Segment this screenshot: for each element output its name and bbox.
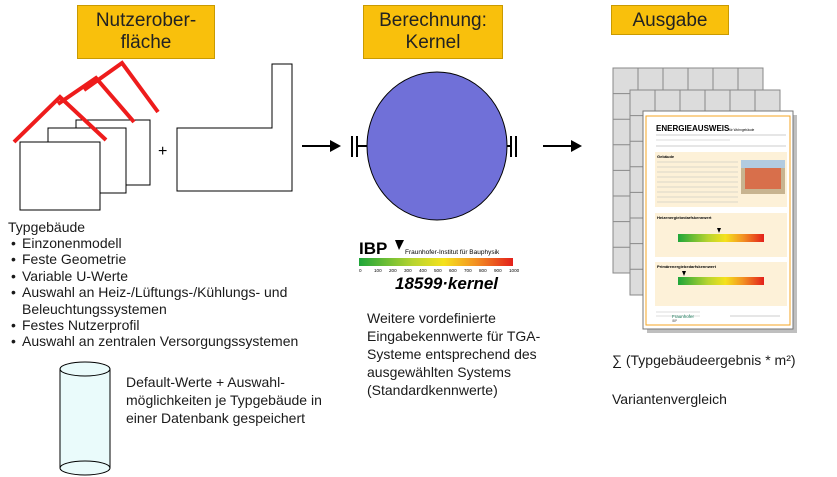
kernel-circle-icon	[351, 71, 517, 221]
calculation-title-line2: Kernel	[405, 32, 461, 53]
house-icon-front	[12, 94, 108, 211]
kernel-description: Weitere vordefinierte Eingabekennwerte f…	[367, 310, 541, 398]
svg-text:ENERGIEAUSWEIS: ENERGIEAUSWEIS	[656, 124, 730, 133]
svg-text:Gebäude: Gebäude	[657, 154, 675, 159]
svg-text:IBP: IBP	[672, 319, 677, 323]
calculation-title-line1: Berechnung:	[379, 10, 487, 31]
database-description: Default-Werte + Auswahl-möglichkeiten je…	[126, 374, 322, 426]
ibp-scale-label: 0	[359, 268, 362, 273]
user-interface-title-line1: Nutzerober-	[95, 10, 197, 31]
typgebaeude-feature-list: EinzonenmodellFeste GeometrieVariable U-…	[8, 235, 348, 350]
ibp-scale-label: 100	[374, 268, 382, 273]
svg-text:Primärenergiebedarfskennwert: Primärenergiebedarfskennwert	[657, 264, 717, 269]
ibp-scale-label: 1000	[509, 268, 520, 273]
variant-comparison-text: Variantenvergleich	[612, 391, 727, 407]
ibp-scale-label: 200	[389, 268, 397, 273]
arrow-to-output-icon	[543, 140, 582, 152]
ibp-scale-label: 900	[494, 268, 502, 273]
typgebaeude-feature-item: Auswahl an zentralen Versorgungssystemen	[8, 333, 348, 350]
svg-text:Heizenergiebedarfskennwert: Heizenergiebedarfskennwert	[657, 215, 712, 220]
ibp-scale-label: 500	[434, 268, 442, 273]
svg-text:Fraunhofer-Institut für Bauphy: Fraunhofer-Institut für Bauphysik	[405, 249, 500, 256]
sum-formula-text: ∑ (Typgebäudeergebnis * m²)	[612, 352, 796, 368]
database-cylinder-icon	[59, 361, 111, 476]
ibp-scale-label: 700	[464, 268, 472, 273]
typgebaeude-feature-item: Auswahl an Heiz-/Lüftungs-/Kühlungs- und…	[8, 284, 348, 317]
l-shaped-building-icon	[176, 63, 293, 192]
ibp-scale-label: 400	[419, 268, 427, 273]
plus-sign: +	[158, 143, 167, 160]
output-title-box: Ausgabe	[611, 5, 729, 35]
typgebaeude-heading: Typgebäude	[8, 219, 86, 235]
typgebaeude-feature-item: Variable U-Werte	[8, 268, 348, 285]
typgebaeude-feature-item: Feste Geometrie	[8, 251, 348, 268]
user-interface-title-line2: fläche	[120, 32, 172, 53]
ibp-scale-label: 800	[479, 268, 487, 273]
svg-text:für Wohngebäude: für Wohngebäude	[729, 128, 755, 132]
ibp-scale-label: 600	[449, 268, 457, 273]
user-interface-title-box: Nutzerober- fläche	[77, 5, 215, 59]
typgebaeude-feature-item: Einzonenmodell	[8, 235, 348, 252]
typgebaeude-feature-item: Festes Nutzerprofil	[8, 317, 348, 334]
svg-text:Fraunhofer: Fraunhofer	[672, 314, 695, 319]
arrow-to-kernel-icon	[302, 140, 341, 152]
ibp-scale-label: 300	[404, 268, 412, 273]
energy-certificate-document-icon: ENERGIEAUSWEIS für Wohngebäude Gebäude H…	[642, 110, 797, 333]
calculation-title-box: Berechnung: Kernel	[363, 5, 503, 59]
ibp-fraunhofer-logo: IBP Fraunhofer-Institut für Bauphysik 0 1…	[359, 239, 520, 293]
output-title: Ausgabe	[632, 10, 708, 31]
svg-text:18599·kernel: 18599·kernel	[395, 274, 499, 293]
svg-text:IBP: IBP	[359, 239, 387, 258]
